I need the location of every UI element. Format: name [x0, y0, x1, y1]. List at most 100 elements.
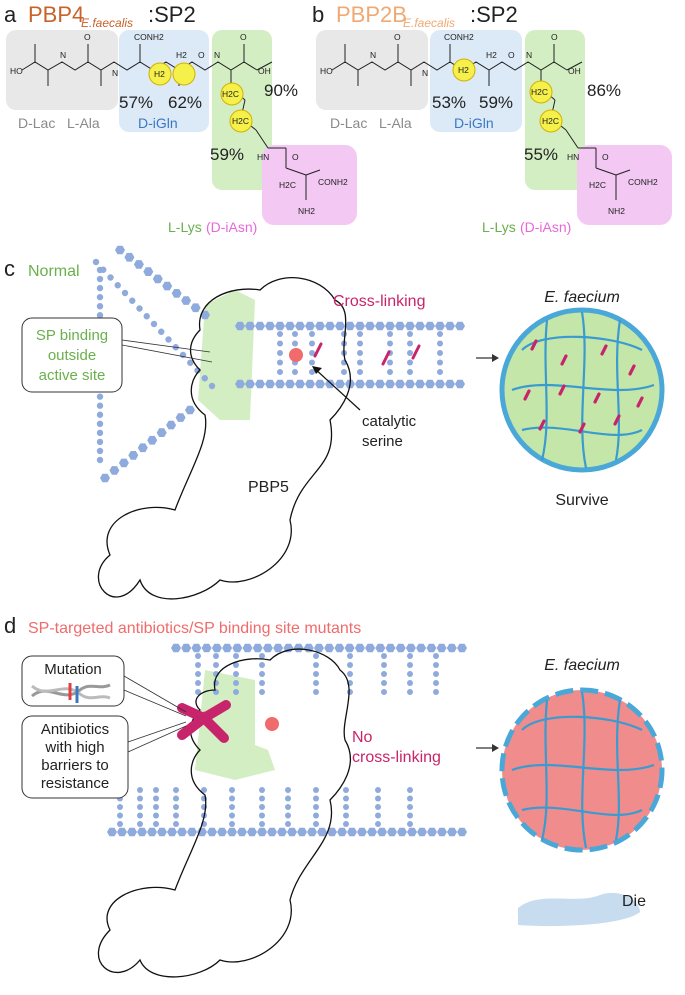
- o-label: O: [198, 50, 205, 60]
- panel-a: a PBP4 E.faecalis :SP2: [4, 2, 357, 235]
- peptide-unit: [143, 313, 150, 320]
- conh2-label: CONH2: [444, 32, 474, 42]
- d-lac-l-ala-box: [316, 30, 428, 110]
- glycan-unit: [375, 321, 385, 331]
- h2-highlight-circle: [452, 58, 476, 82]
- glycan-unit: [344, 643, 355, 653]
- mutation-callout: [21, 655, 125, 707]
- peptide-unit: [313, 689, 319, 695]
- panel-d: d SP-targeted antibiotics/SP binding sit…: [4, 613, 665, 978]
- peptide-unit: [201, 787, 207, 793]
- peptide-unit: [433, 653, 439, 659]
- active-site-dot: [265, 717, 279, 731]
- glycan-unit: [275, 321, 285, 331]
- peptide-unit: [114, 282, 121, 289]
- n-label: N: [370, 50, 376, 60]
- h2-label: H2: [486, 50, 497, 60]
- catalytic-arrow: [313, 367, 361, 411]
- panel-b-skeleton: [331, 44, 631, 200]
- panel-c: c Normal Cross-linking SP binding outsid…: [4, 245, 665, 600]
- catalytic-arrowhead: [312, 366, 322, 374]
- cell-wall-fiber: [521, 715, 643, 731]
- d-igln-label: D-iGln: [454, 115, 494, 131]
- cell-wall-fiber: [521, 806, 643, 817]
- glycan-unit: [435, 321, 445, 331]
- glycan-unit: [162, 281, 173, 291]
- peptide-unit: [313, 662, 319, 668]
- peptide-unit: [407, 340, 413, 347]
- peptide-unit: [292, 340, 298, 347]
- glycan-unit: [252, 643, 263, 653]
- glycan-unit: [315, 379, 325, 389]
- panel-b-title-main: PBP2B: [336, 2, 407, 27]
- glycan-unit: [255, 321, 265, 331]
- glycan-unit: [375, 379, 385, 389]
- peptide-unit: [309, 359, 315, 366]
- conh2-label: CONH2: [318, 177, 348, 187]
- peptide-unit: [277, 350, 283, 356]
- h2c-highlight-circle: [220, 82, 244, 106]
- d-lac-label: D-Lac: [18, 115, 55, 131]
- pct-lys1: 90%: [264, 81, 298, 100]
- glycan-unit: [137, 443, 148, 453]
- peptide-unit: [153, 804, 159, 810]
- pct-lys2: 55%: [524, 145, 558, 164]
- pct-gln1: 57%: [119, 93, 153, 112]
- crosslink-mark: [558, 384, 566, 396]
- h2c-highlight-circle: [529, 80, 553, 104]
- cell-wall-fiber: [614, 319, 622, 461]
- peptide-unit: [285, 821, 291, 827]
- peptide-unit: [259, 653, 265, 659]
- glycan-unit: [167, 827, 177, 837]
- sp-binding-region: [198, 290, 255, 420]
- peptide-unit: [229, 812, 235, 819]
- panel-b-letter: b: [312, 2, 324, 27]
- glycan-unit: [405, 643, 416, 653]
- peptide-unit: [158, 328, 165, 335]
- d-iasn-box: [577, 145, 672, 225]
- glycan-unit: [127, 827, 137, 837]
- n-label: N: [60, 50, 66, 60]
- panel-a-letter: a: [4, 2, 17, 27]
- pbp5-protein-outline: [97, 648, 351, 978]
- surviving-cell: [499, 307, 665, 473]
- pct-gln1: 53%: [432, 93, 466, 112]
- peptide-unit: [96, 393, 104, 400]
- peptide-unit: [259, 787, 265, 793]
- pct-lys2: 59%: [210, 145, 244, 164]
- oh-label: OH: [568, 66, 581, 76]
- h2-label: H2: [176, 50, 187, 60]
- peptide-unit: [117, 812, 123, 819]
- cell-wall-network: [511, 311, 655, 469]
- peptide-unit: [313, 680, 319, 686]
- peptide-unit: [195, 653, 201, 659]
- glycan-unit: [227, 827, 237, 837]
- peptide-unit: [233, 689, 239, 695]
- d-lac-label: D-Lac: [330, 115, 367, 131]
- glycan-unit: [152, 274, 163, 284]
- peptide-unit: [407, 331, 413, 337]
- peptide-unit: [195, 680, 201, 686]
- glycan-unit: [275, 379, 285, 389]
- peptide-unit: [387, 369, 393, 375]
- peptide-unit: [96, 420, 104, 428]
- l-ala-label: L-Ala: [67, 115, 100, 131]
- l-lys-box: [525, 30, 585, 190]
- conh2-label: CONH2: [628, 177, 658, 187]
- peptide-unit: [136, 305, 143, 312]
- peptide-unit: [208, 382, 216, 390]
- crosslink-mark: [593, 392, 601, 404]
- ho-label: HO: [320, 66, 333, 76]
- glycan-unit: [117, 827, 127, 837]
- callout-line1: SP binding: [36, 327, 108, 344]
- glycan-unit: [285, 321, 295, 331]
- peptide-unit: [233, 671, 239, 677]
- peptide-unit: [137, 812, 143, 819]
- callout-leader: [121, 339, 211, 353]
- glycan-unit: [425, 379, 435, 389]
- glycan-unit: [297, 827, 307, 837]
- glycan-unit: [325, 379, 335, 389]
- glycan-unit: [187, 827, 197, 837]
- pct-gln2: 62%: [168, 93, 202, 112]
- pct-gln2: 59%: [479, 93, 513, 112]
